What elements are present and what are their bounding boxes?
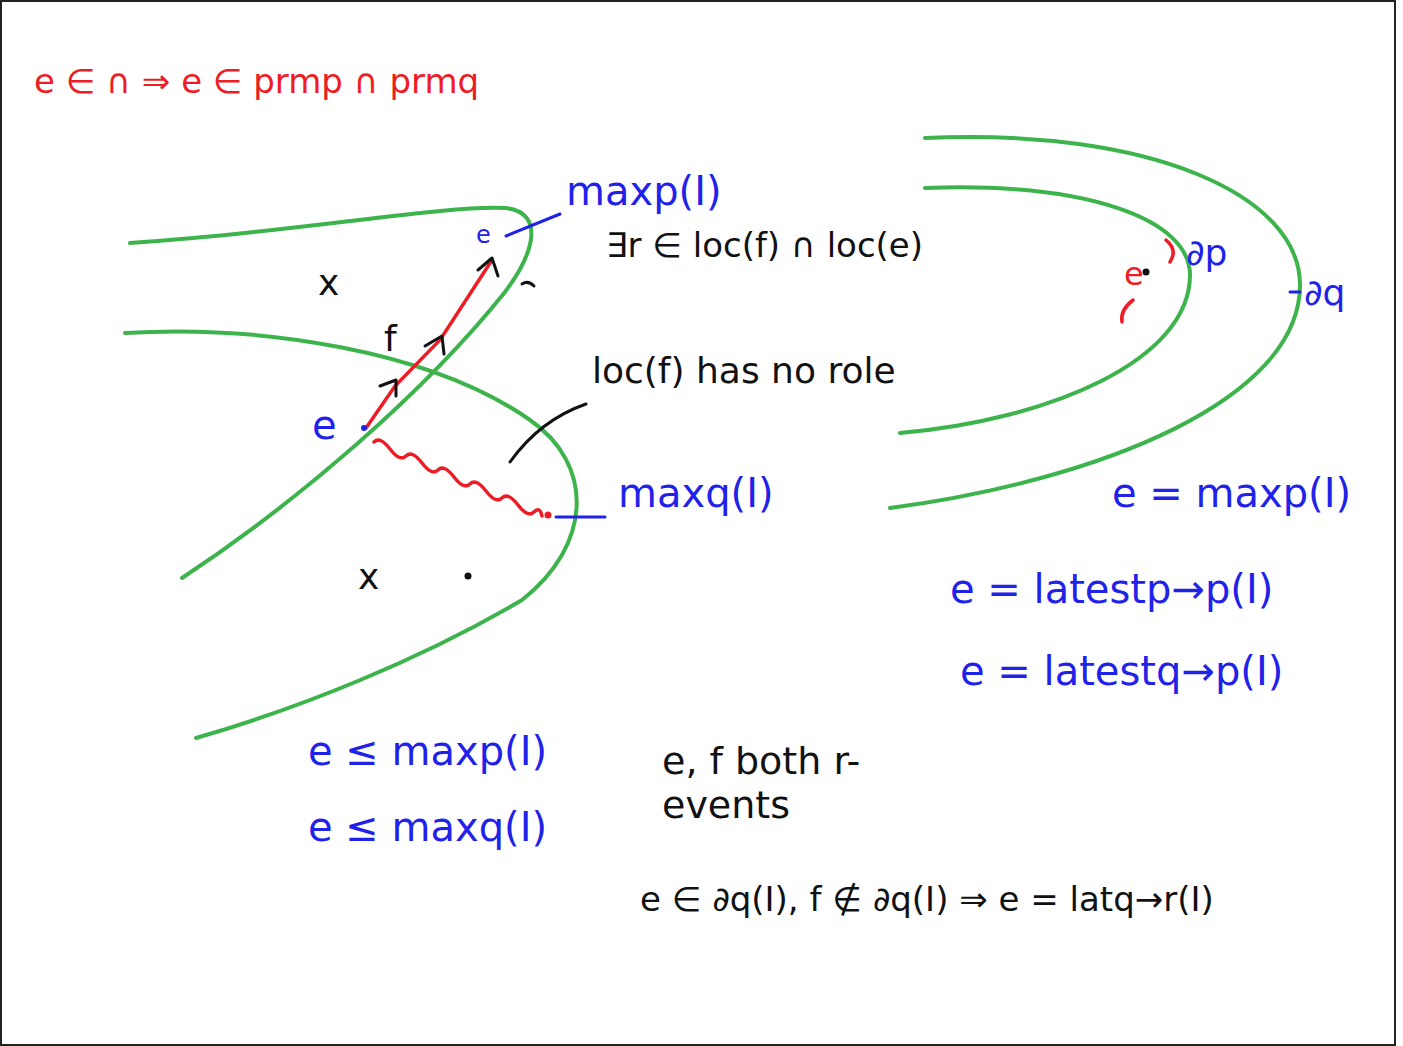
equation: e = latestq→p(I)	[960, 648, 1283, 694]
inequality: e ≤ maxp(I)	[308, 728, 547, 774]
claim-heading: e ∈ ∩ ⇒ e ∈ prmp ∩ prmq	[34, 62, 479, 101]
leader-line	[506, 214, 560, 236]
note: e, f both r-events	[662, 740, 912, 827]
leader-line	[510, 404, 586, 462]
event-label: e	[1124, 256, 1144, 293]
arrowhead	[478, 258, 498, 276]
red-mark	[1122, 300, 1133, 322]
point-mark: x	[318, 262, 339, 303]
arrowhead	[425, 336, 444, 354]
p-region-outline	[130, 208, 531, 578]
event-dot	[361, 425, 367, 431]
annotation: loc(f) has no role	[592, 350, 896, 391]
event-dot	[465, 573, 472, 580]
q-region-outline	[125, 332, 577, 738]
equation: e = latestp→p(I)	[950, 566, 1273, 612]
boundary-label: ∂q	[1304, 272, 1345, 313]
leader-line	[1290, 291, 1300, 294]
max-label: maxp(I)	[566, 168, 722, 214]
causal-path	[366, 260, 492, 428]
point-mark: x	[358, 556, 379, 597]
q-boundary-curve	[890, 137, 1300, 508]
leader-line	[556, 516, 605, 519]
event-label: f	[384, 318, 397, 359]
event-label: e	[476, 222, 491, 250]
boundary-label: ∂p	[1186, 232, 1227, 273]
event-dot	[545, 512, 552, 519]
annotation: ∃r ∈ loc(f) ∩ loc(e)	[606, 226, 923, 265]
inequality: e ≤ maxq(I)	[308, 804, 547, 850]
equation: e = maxp(I)	[1112, 470, 1351, 516]
event-label: e	[312, 402, 337, 448]
p-boundary-curve	[900, 187, 1190, 433]
arrowhead	[380, 380, 396, 396]
tick-mark	[522, 282, 534, 286]
red-mark	[1166, 240, 1173, 262]
implication: e ∈ ∂q(I), f ∉ ∂q(I) ⇒ e = latq→r(I)	[640, 880, 1214, 919]
max-label: maxq(I)	[618, 470, 774, 516]
